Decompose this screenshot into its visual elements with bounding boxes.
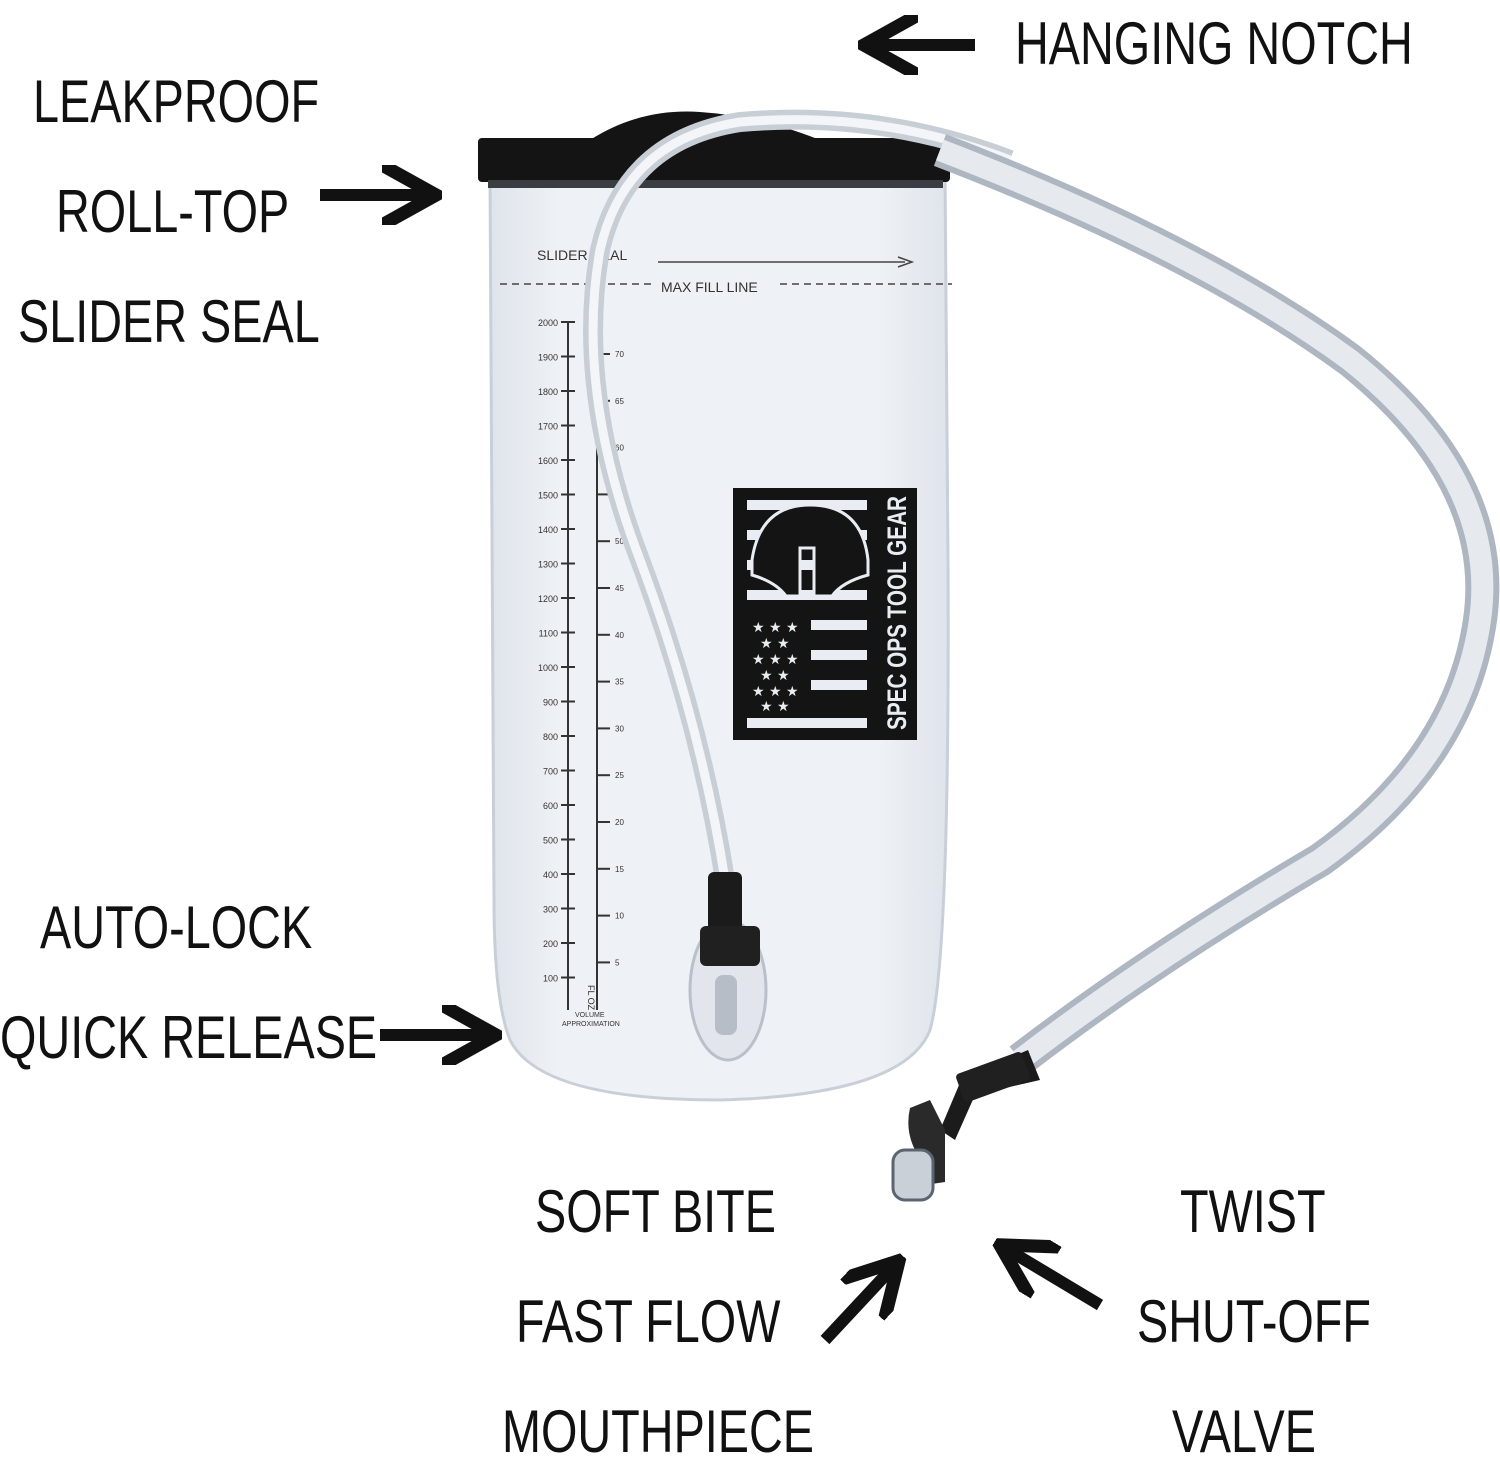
oz-tick-label: 25 bbox=[615, 771, 624, 780]
svg-text:★ ★: ★ ★ bbox=[760, 668, 790, 684]
ml-tick-label: 1700 bbox=[538, 422, 558, 432]
ml-tick-label: 1000 bbox=[538, 663, 558, 673]
ml-tick-label: 1600 bbox=[538, 456, 558, 466]
label-auto-lock: AUTO-LOCK bbox=[40, 894, 313, 961]
ml-tick-label: 200 bbox=[543, 939, 558, 949]
arrow-valve bbox=[1005, 1248, 1104, 1311]
oz-tick-label: 60 bbox=[615, 444, 624, 453]
arrow-mouthpiece bbox=[820, 1265, 895, 1345]
label-hanging-notch: HANGING NOTCH bbox=[1015, 10, 1413, 77]
ml-tick-label: 600 bbox=[543, 801, 558, 811]
slider-seal-text: SLIDER SEAL bbox=[537, 247, 627, 263]
oz-tick-label: 5 bbox=[615, 958, 620, 967]
ml-tick-label: 500 bbox=[543, 836, 558, 846]
label-quick-release: QUICK RELEASE bbox=[0, 1004, 378, 1071]
mouthpiece-valve bbox=[891, 1050, 1040, 1202]
svg-text:★ ★: ★ ★ bbox=[760, 699, 790, 715]
oz-tick-label: 20 bbox=[615, 818, 624, 827]
quick-release-connector bbox=[688, 872, 768, 1062]
label-twist: TWIST bbox=[1180, 1178, 1326, 1245]
oz-tick-label: 10 bbox=[615, 912, 624, 921]
oz-tick-label: 40 bbox=[615, 631, 624, 640]
brand-flag-logo: ★ ★ ★★ ★ ★ ★ ★★ ★ ★ ★ ★★ ★ SPEC OPS TOOL… bbox=[733, 488, 917, 740]
ml-tick-label: 400 bbox=[543, 870, 558, 880]
svg-text:★ ★ ★: ★ ★ ★ bbox=[752, 620, 799, 636]
volume-note-2: APPROXIMATION bbox=[562, 1021, 620, 1028]
label-leakproof: LEAKPROOF bbox=[33, 68, 320, 135]
label-fast-flow: FAST FLOW bbox=[516, 1288, 781, 1355]
svg-text:★ ★ ★: ★ ★ ★ bbox=[752, 652, 799, 668]
label-mouthpiece: MOUTHPIECE bbox=[502, 1398, 815, 1465]
svg-text:★ ★: ★ ★ bbox=[760, 636, 790, 652]
oz-tick-label: 15 bbox=[615, 865, 624, 874]
svg-text:★ ★ ★: ★ ★ ★ bbox=[752, 684, 799, 700]
ml-tick-label: 1800 bbox=[538, 387, 558, 397]
volume-note-1: VOLUME bbox=[575, 1012, 605, 1019]
oz-tick-label: 70 bbox=[615, 350, 624, 359]
ml-tick-label: 700 bbox=[543, 767, 558, 777]
label-valve: VALVE bbox=[1172, 1398, 1316, 1465]
oz-tick-label: 35 bbox=[615, 678, 624, 687]
ml-tick-label: 300 bbox=[543, 905, 558, 915]
ml-tick-label: 100 bbox=[543, 974, 558, 984]
max-fill-text: MAX FILL LINE bbox=[661, 279, 758, 295]
ml-tick-label: 1500 bbox=[538, 491, 558, 501]
ml-tick-label: 2000 bbox=[538, 318, 558, 328]
brand-text: SPEC OPS TOOL GEAR bbox=[882, 496, 912, 730]
ml-tick-label: 800 bbox=[543, 732, 558, 742]
ml-tick-label: 900 bbox=[543, 698, 558, 708]
ml-tick-label: 1900 bbox=[538, 353, 558, 363]
ml-tick-label: 1100 bbox=[539, 629, 558, 639]
label-roll-top: ROLL-TOP bbox=[56, 178, 290, 245]
oz-unit: FL OZ bbox=[586, 985, 596, 1011]
label-soft-bite: SOFT BITE bbox=[535, 1178, 776, 1245]
ml-scale: 2000 1900 1800 1700 1600 1500 1400 1300 1200 1100… bbox=[538, 318, 575, 984]
label-slider-seal: SLIDER SEAL bbox=[18, 288, 320, 355]
oz-tick-label: 30 bbox=[615, 724, 624, 733]
ml-tick-label: 1400 bbox=[538, 525, 558, 535]
label-shut-off: SHUT-OFF bbox=[1137, 1288, 1371, 1355]
oz-tick-label: 50 bbox=[615, 537, 624, 546]
oz-tick-label: 45 bbox=[615, 584, 624, 593]
oz-tick-label: 65 bbox=[615, 397, 624, 406]
ml-tick-label: 1200 bbox=[538, 594, 558, 604]
ml-tick-label: 1300 bbox=[538, 560, 558, 570]
roll-top-bar bbox=[478, 138, 950, 182]
